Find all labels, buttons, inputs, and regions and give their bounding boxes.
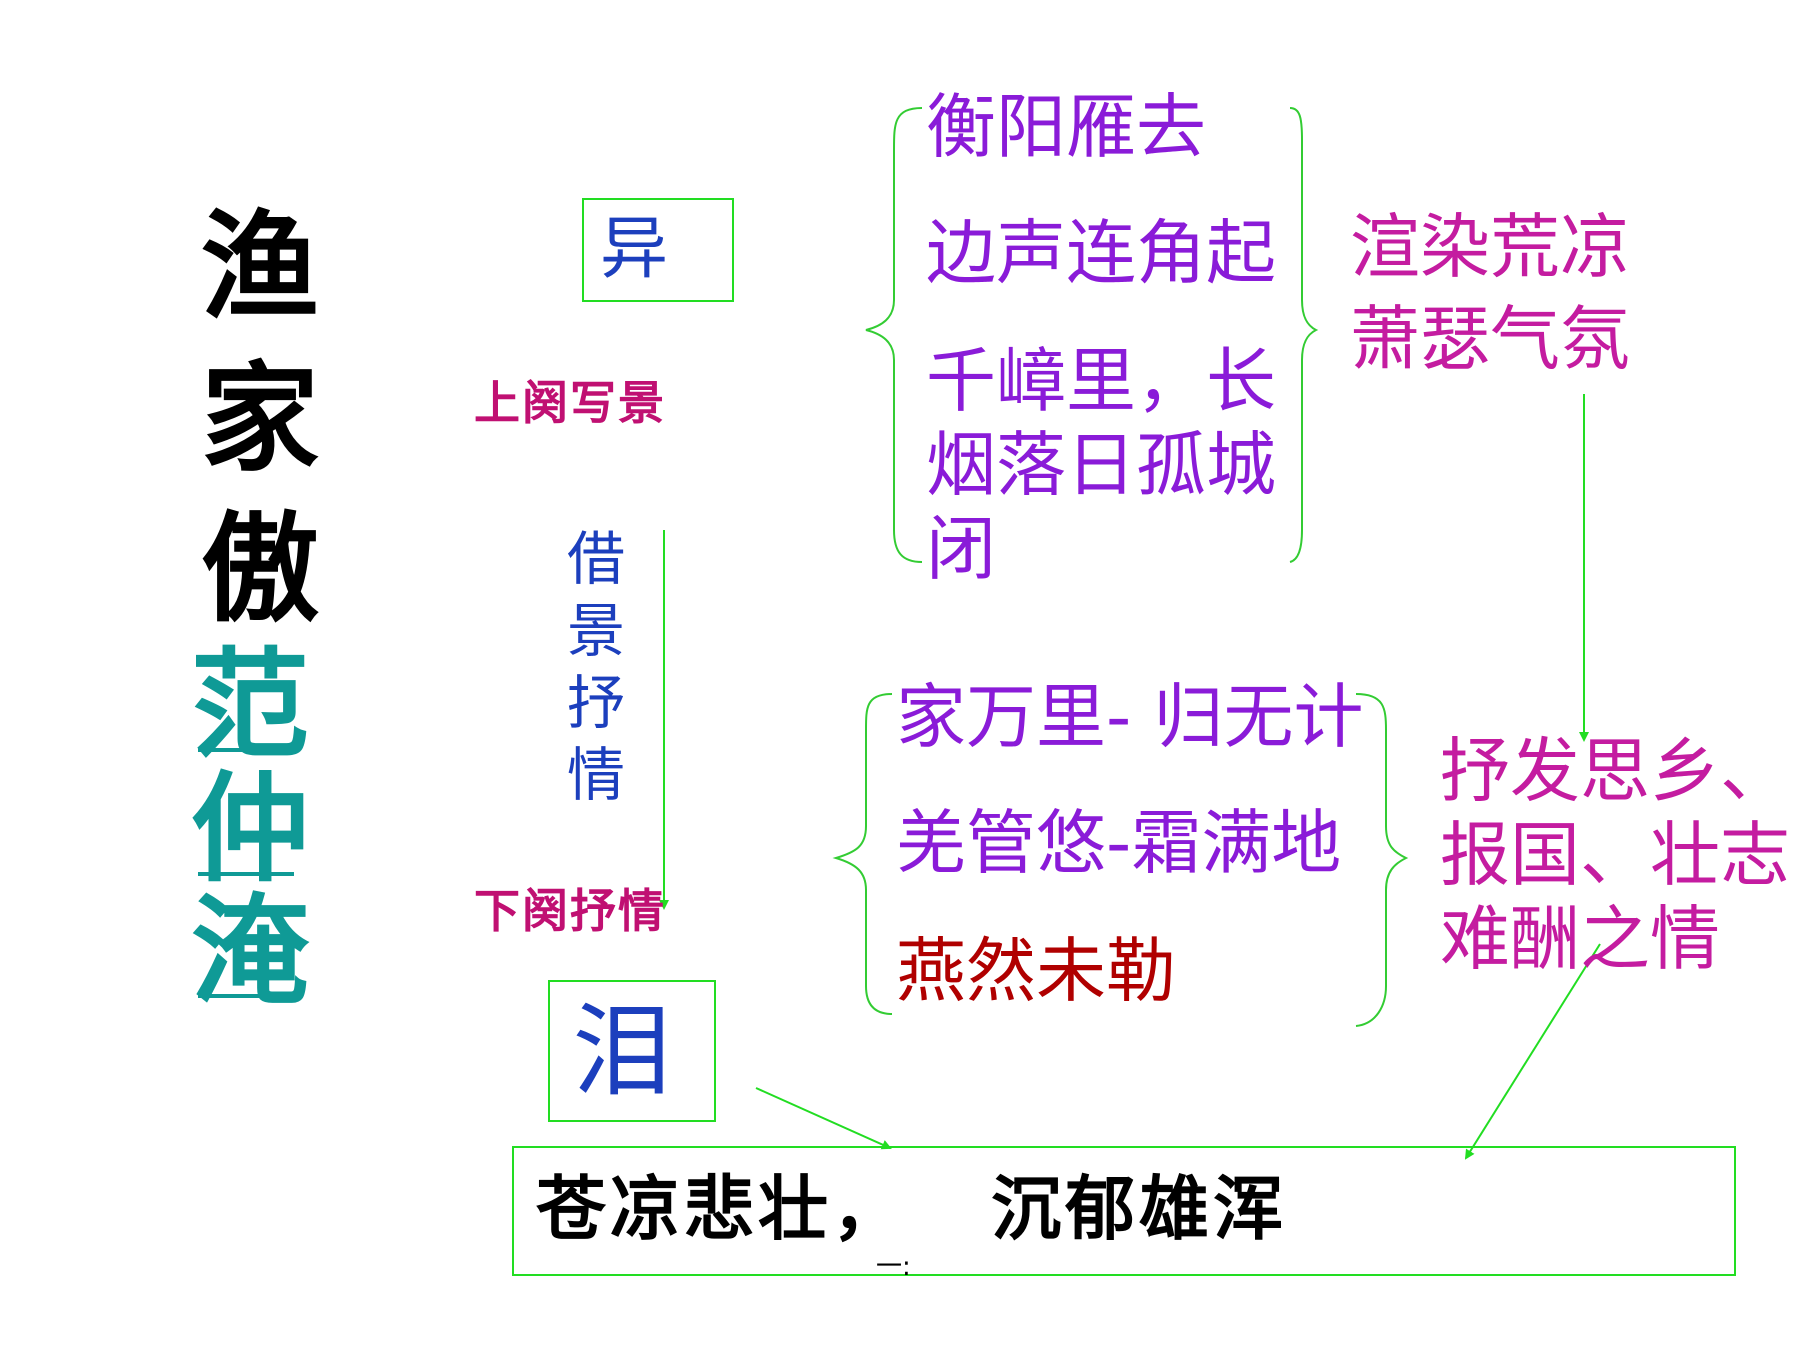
box-yi-text: 异 bbox=[600, 210, 669, 289]
vertical-char-4: 情 bbox=[566, 741, 625, 809]
author-underline-3 bbox=[198, 994, 294, 998]
box-lei bbox=[548, 980, 716, 1122]
lower-effect-3: 难酬之情 bbox=[1440, 898, 1720, 980]
vertical-char-2: 景 bbox=[566, 597, 625, 665]
lower-line-2: 羌管悠-霜满地 bbox=[896, 802, 1342, 884]
conclusion-text: 苍凉悲壮， 沉郁雄浑 bbox=[536, 1168, 1288, 1250]
lower-right-brace bbox=[1355, 693, 1409, 1027]
upper-effect-2: 萧瑟气氛 bbox=[1350, 298, 1630, 380]
vertical-char-1: 借 bbox=[566, 525, 625, 593]
upper-line-2: 边声连角起 bbox=[926, 212, 1276, 294]
left-diagonal-arrow bbox=[755, 1087, 892, 1150]
right-diagonal-arrow bbox=[1464, 943, 1601, 1160]
title-char-2: 家 bbox=[200, 350, 319, 488]
upper-line-5: 闭 bbox=[926, 508, 996, 590]
upper-line-4: 烟落日孤城 bbox=[926, 424, 1276, 506]
lower-left-brace bbox=[832, 693, 893, 1015]
box-yi bbox=[582, 198, 734, 302]
lower-line-1: 家万里- 归无计 bbox=[896, 676, 1364, 758]
title-char-1: 渔 bbox=[200, 198, 319, 336]
lower-line-3: 燕然未勒 bbox=[896, 930, 1176, 1012]
footnote-mark: 一: bbox=[876, 1252, 911, 1282]
box-lei-text: 泪 bbox=[572, 993, 672, 1110]
title-char-3: 傲 bbox=[200, 500, 319, 638]
lower-effect-2: 报国、壮志 bbox=[1440, 814, 1790, 896]
upper-right-brace bbox=[1289, 107, 1319, 563]
upper-left-brace bbox=[865, 107, 923, 563]
author-char-3: 淹 bbox=[190, 882, 309, 1020]
author-underline-1 bbox=[198, 748, 294, 752]
lower-stanza-label: 下阕抒情 bbox=[474, 884, 666, 938]
author-char-2: 仲 bbox=[190, 760, 309, 898]
upper-line-1: 衡阳雁去 bbox=[926, 86, 1206, 168]
author-underline-2 bbox=[198, 872, 294, 876]
author-char-1: 范 bbox=[190, 636, 309, 774]
vertical-char-3: 抒 bbox=[566, 669, 625, 737]
conclusion-box bbox=[512, 1146, 1736, 1276]
lower-effect-1: 抒发思乡、 bbox=[1440, 730, 1790, 812]
upper-line-3: 千嶂里，长 bbox=[926, 340, 1276, 422]
upper-stanza-label: 上阕写景 bbox=[474, 376, 666, 430]
upper-effect-1: 渲染荒凉 bbox=[1350, 206, 1630, 288]
